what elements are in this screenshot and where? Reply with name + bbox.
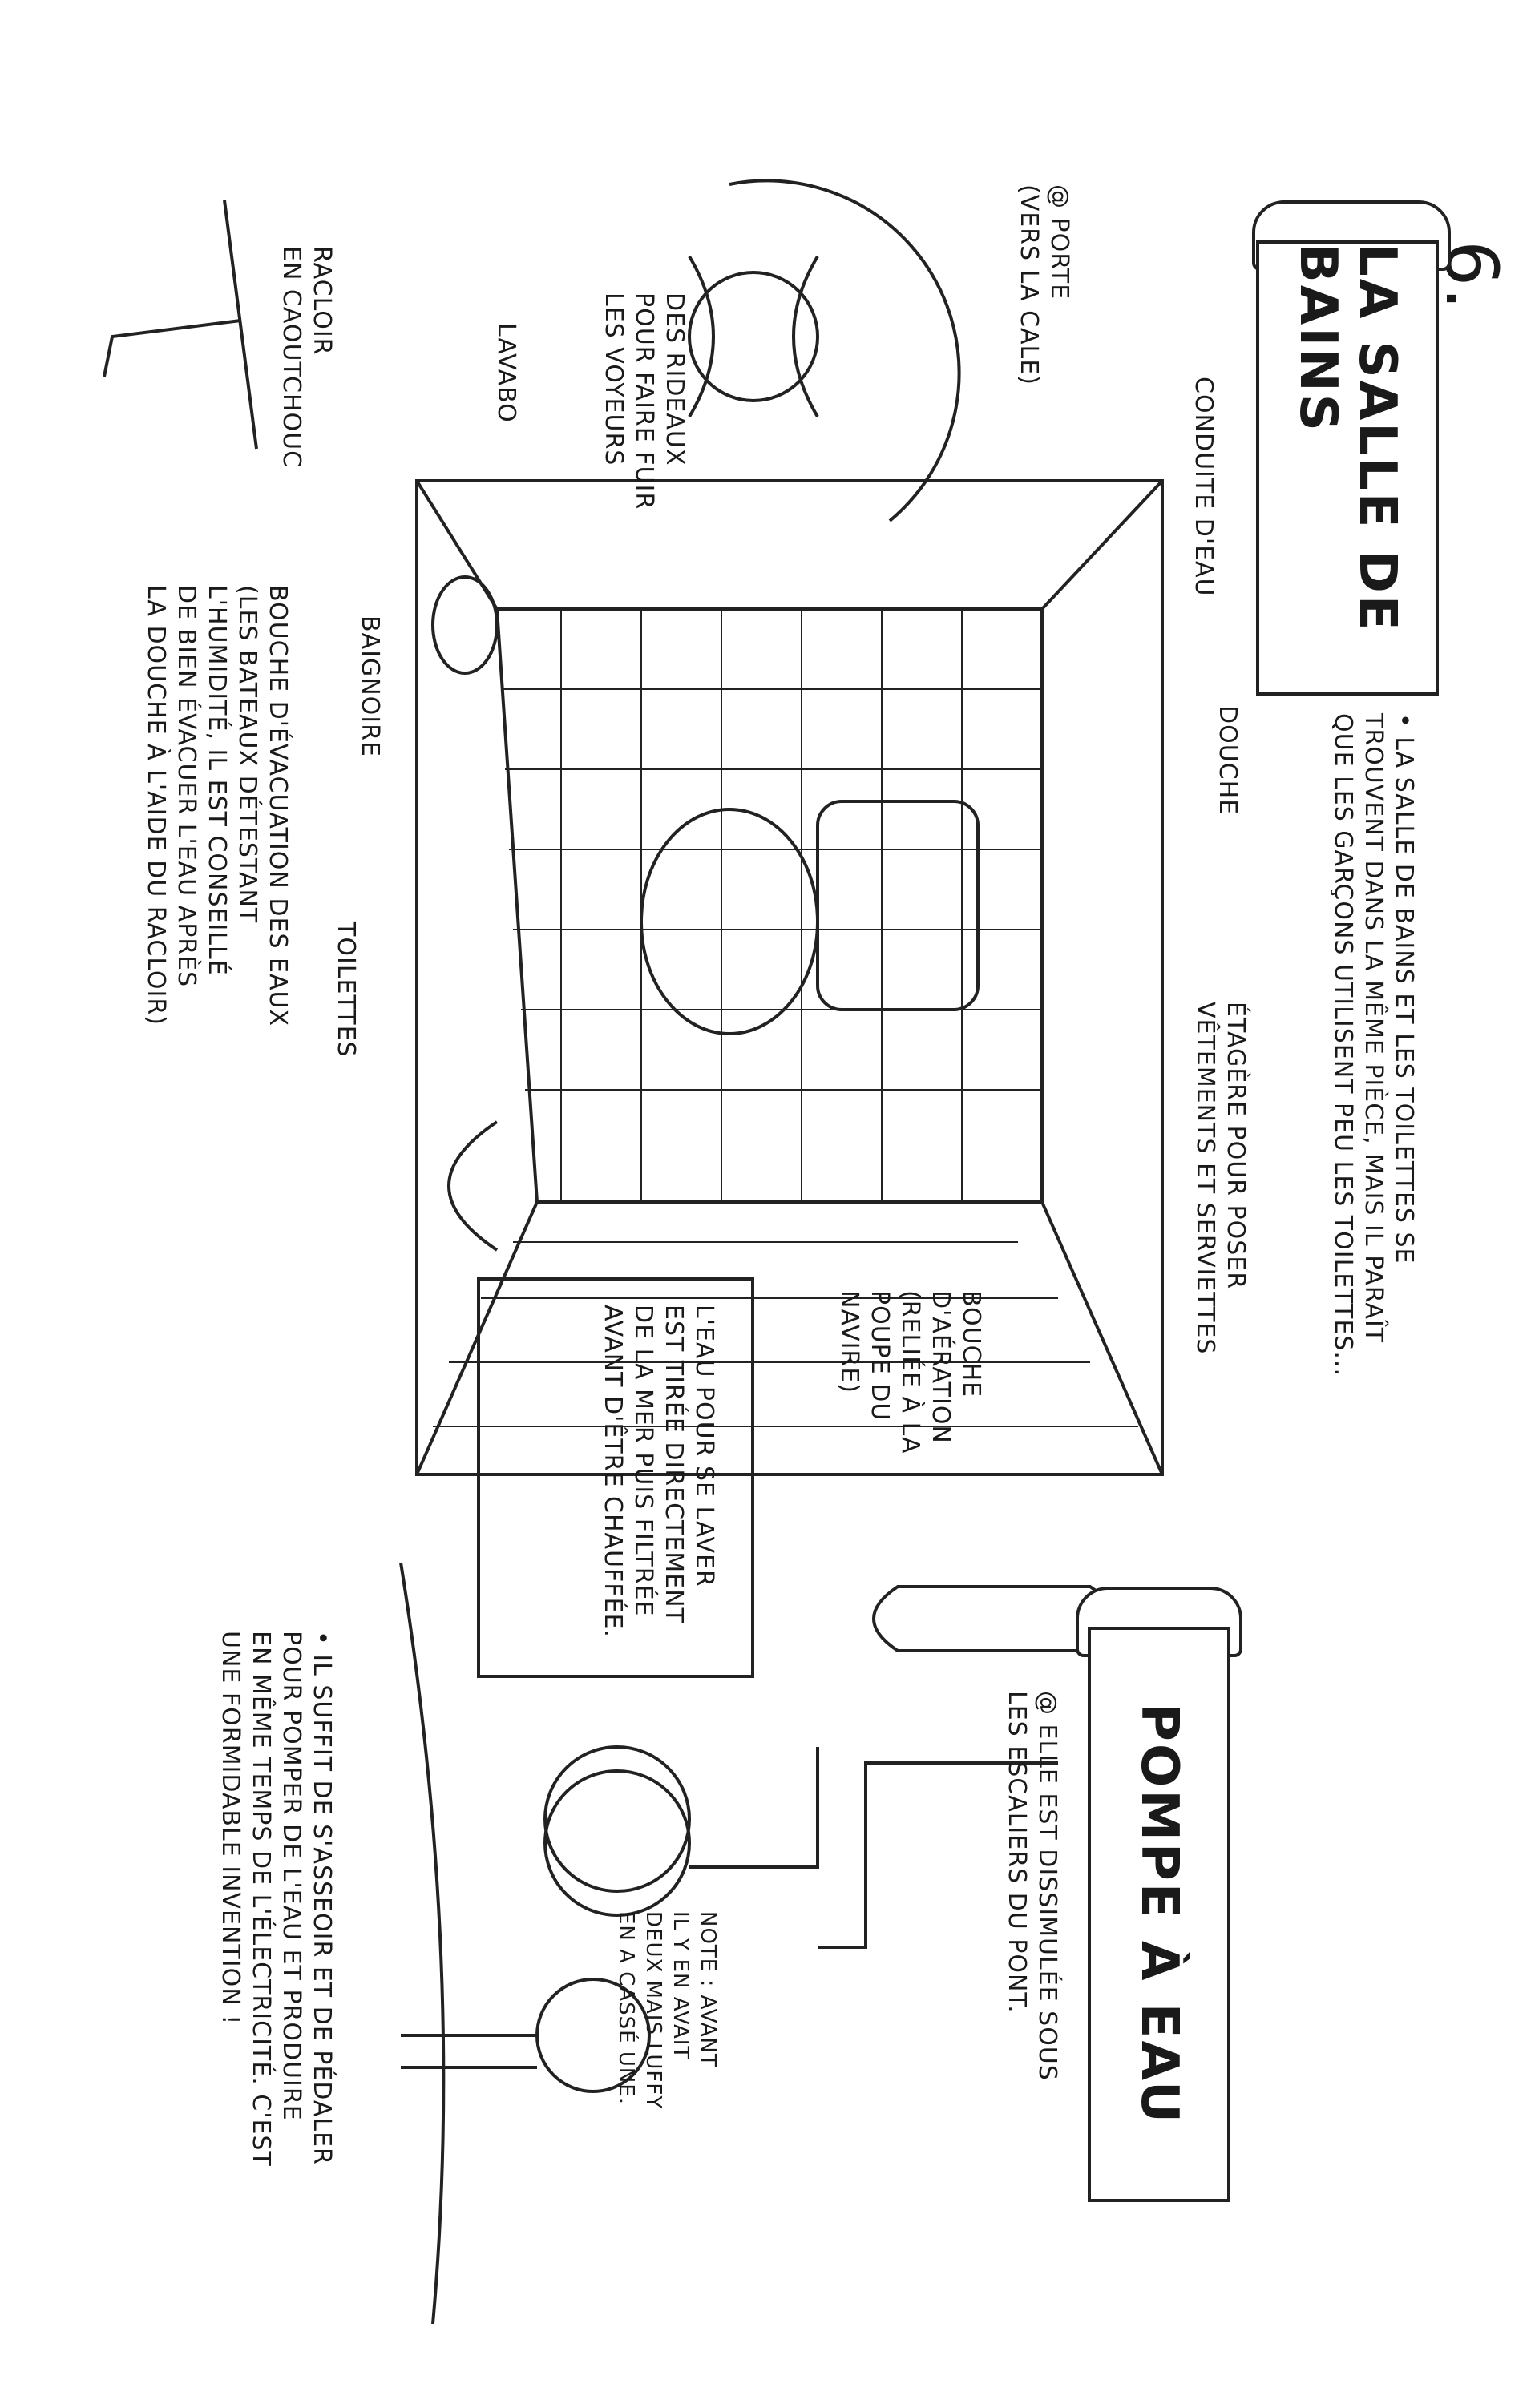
- label-lavabo: Lavabo: [492, 323, 520, 423]
- label-douche: Douche: [1214, 705, 1242, 816]
- bathroom-title: LA SALLE DE BAINS: [1256, 240, 1439, 696]
- label-porte: @ Porte (vers la cale): [1015, 184, 1073, 385]
- label-conduite: Conduite d'eau: [1190, 377, 1218, 597]
- pump-title: POMPE À EAU: [1088, 1627, 1230, 2202]
- label-toilettes: Toilettes: [332, 922, 360, 1058]
- water-info-box: L'eau pour se laver est tirée directemen…: [477, 1277, 754, 1678]
- pump-location: @ Elle est dissimulée sous les escaliers…: [1003, 1691, 1061, 2081]
- label-evacuation: Bouche d'évacuation des eaux (Les bateau…: [142, 585, 292, 1027]
- pump-note: Note : avant il y en avait deux mais Luf…: [614, 1911, 720, 2110]
- squeegee-sketch: [103, 200, 258, 450]
- label-etagere: Étagère pour poser vêtements et serviett…: [1191, 1002, 1250, 1355]
- porthole-sketch: [688, 179, 961, 522]
- label-baignoire: Baignoire: [356, 615, 384, 757]
- label-aeration: Bouche d'aération (reliée à la poupe du …: [835, 1290, 985, 1454]
- pump-bullet: • Il suffit de s'asseoir et de pédaler p…: [216, 1631, 336, 2167]
- label-racloir: Racloir en caoutchouc: [277, 246, 336, 469]
- bathroom-bullet: • La salle de bains et les toilettes se …: [1329, 713, 1418, 1377]
- bathroom-sketch: [415, 479, 1164, 1476]
- pump-sketch: [399, 1562, 1116, 2325]
- label-rideaux: Des rideaux pour faire fuir les voyeurs: [600, 292, 689, 510]
